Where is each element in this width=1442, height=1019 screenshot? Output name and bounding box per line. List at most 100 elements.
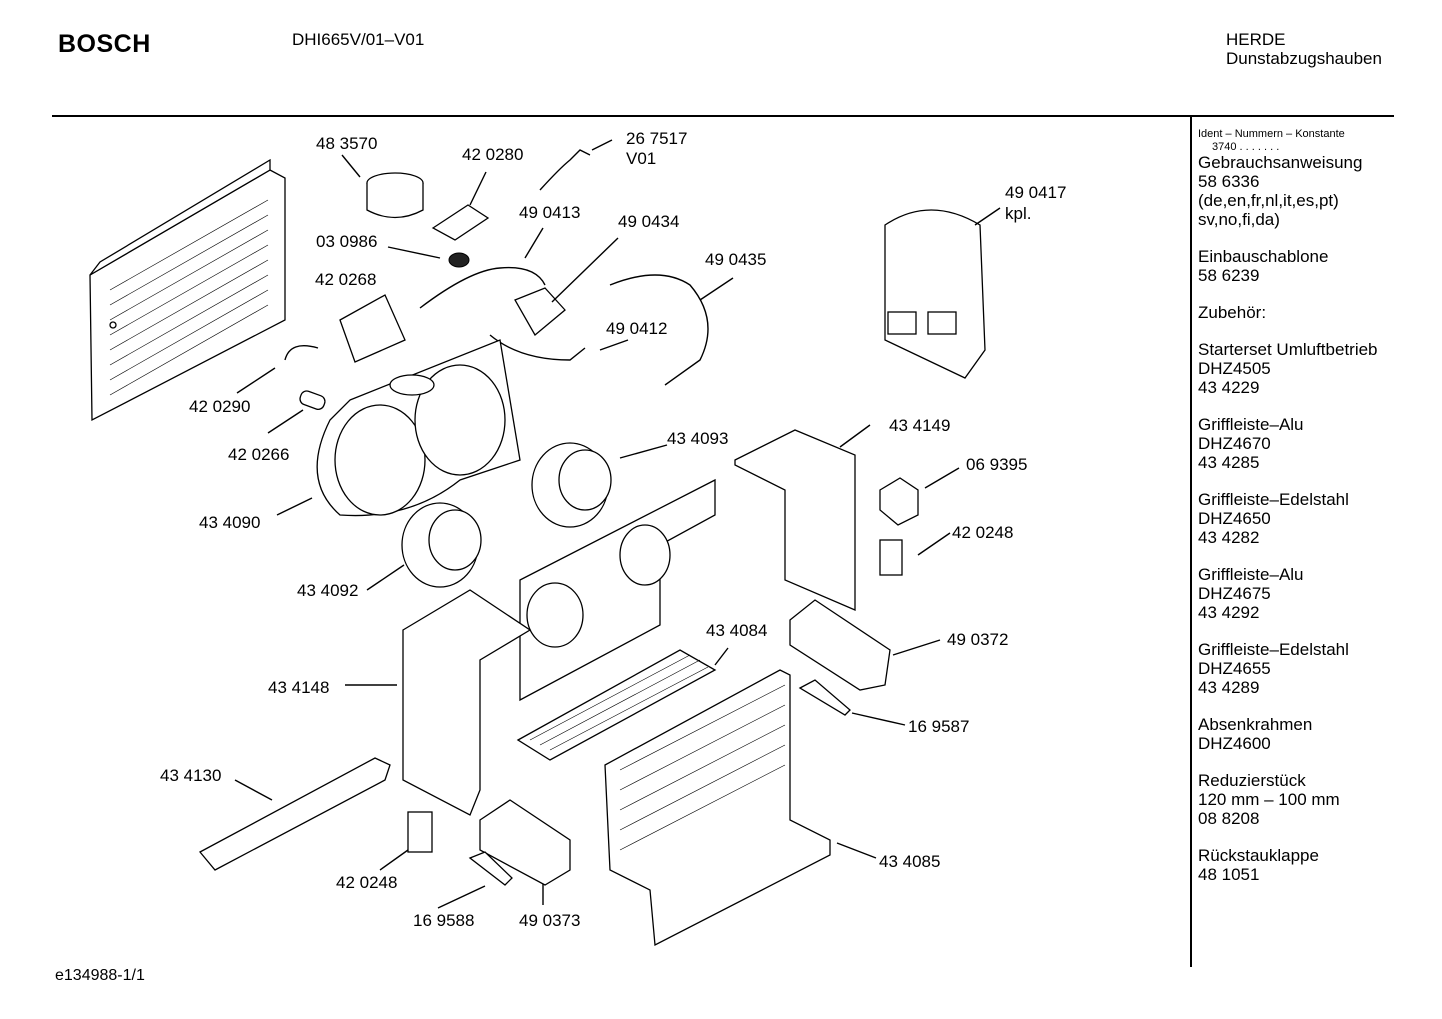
cable-part-490413 — [419, 266, 546, 309]
cable-part-490412 — [489, 334, 586, 361]
switch-part-right — [879, 539, 903, 576]
part-label-434084: 43 4084 — [706, 621, 768, 640]
relay-board-part — [339, 294, 406, 363]
part-label-420290: 42 0290 — [189, 397, 251, 416]
brand-logo: BOSCH — [58, 30, 151, 58]
control-board-part — [431, 204, 490, 241]
sidebar-block-line: 58 6336 — [1198, 172, 1260, 191]
part-label-490417: 49 0417 — [1005, 183, 1067, 202]
sidebar-block-line: 43 4285 — [1198, 453, 1260, 472]
middle-panel-opening-right — [619, 524, 671, 586]
sidebar-block-line: 08 8208 — [1198, 809, 1260, 828]
sidebar-block-line: DHZ4505 — [1198, 359, 1271, 378]
fan-housing-part — [316, 339, 521, 517]
sidebar-block-line: DHZ4670 — [1198, 434, 1271, 453]
sidebar-block-line: Reduzierstück — [1198, 771, 1306, 790]
part-label-490412: 49 0412 — [606, 319, 668, 338]
part-label-490434: 49 0434 — [618, 212, 680, 231]
part-label-434092: 43 4092 — [297, 581, 359, 600]
part-label-490373: 49 0373 — [519, 911, 581, 930]
part-label-490413: 49 0413 — [519, 203, 581, 222]
part-label-267517: 26 7517 — [626, 129, 688, 148]
part-label-490435: 49 0435 — [705, 250, 767, 269]
part-label-030986: 03 0986 — [316, 232, 378, 251]
sidebar-block-line: 43 4282 — [1198, 528, 1260, 547]
cable-part-490435 — [609, 274, 709, 386]
sidebar-block-line: sv,no,fi,da) — [1198, 210, 1280, 229]
accessory-kit-part — [884, 209, 986, 379]
part-label-420248-right: 42 0248 — [952, 523, 1014, 542]
part-label-434130: 43 4130 — [160, 766, 222, 785]
clip-part-169588 — [468, 851, 513, 886]
back-panel-part — [89, 158, 286, 422]
sidebar-note-title: Ident – Nummern – Konstante — [1198, 128, 1345, 140]
sidebar-block-line: 48 1051 — [1198, 865, 1260, 884]
sidebar-note-constant: 3740 . . . . . . . — [1212, 141, 1280, 153]
sidebar-block-line: Griffleiste–Alu — [1198, 415, 1304, 434]
capacitor-part — [299, 390, 326, 410]
part-label-434090: 43 4090 — [199, 513, 261, 532]
sensor-cable-part — [284, 345, 319, 361]
sidebar-block-line: 58 6239 — [1198, 266, 1260, 285]
part-label-434085: 43 4085 — [879, 852, 941, 871]
grease-filter-part — [516, 649, 717, 761]
handle-strip-part — [198, 757, 391, 871]
part-label-434093: 43 4093 — [667, 429, 729, 448]
side-housing-part — [402, 589, 532, 816]
sidebar-block-line: DHZ4655 — [1198, 659, 1271, 678]
category-line-1: HERDE — [1226, 30, 1286, 49]
model-number: DHI665V/01–V01 — [292, 30, 425, 49]
sidebar-block: Zubehör: — [1198, 303, 1438, 322]
sidebar-block-line: Griffleiste–Edelstahl — [1198, 490, 1349, 509]
part-label-434148: 43 4148 — [268, 678, 330, 697]
switch-part-bottom — [407, 811, 433, 853]
sidebar-block-line: DHZ4650 — [1198, 509, 1271, 528]
header-divider — [52, 115, 1394, 117]
exploded-parts-diagram — [89, 139, 1001, 947]
clip-part-169587 — [798, 679, 851, 716]
control-module-part-bottom — [479, 799, 571, 886]
sidebar-block-line: 43 4229 — [1198, 378, 1260, 397]
part-label-169587: 16 9587 — [908, 717, 970, 736]
sidebar-block-line: (de,en,fr,nl,it,es,pt) — [1198, 191, 1339, 210]
category-heading: HERDE Dunstabzugshauben — [1226, 30, 1382, 68]
sidebar-block-line: 120 mm – 100 mm — [1198, 790, 1340, 809]
fan-wheel-part-434093 — [531, 442, 612, 528]
front-panel-part — [604, 669, 831, 947]
part-label-483570: 48 3570 — [316, 134, 378, 153]
control-module-part — [789, 599, 891, 691]
mains-plug-part — [539, 149, 591, 191]
sidebar-block-line: Einbauschablone — [1198, 247, 1329, 266]
pipe-connector-part — [366, 172, 424, 219]
part-label-434149: 43 4149 — [889, 416, 951, 435]
sidebar-block-line: Griffleiste–Alu — [1198, 565, 1304, 584]
sidebar-divider — [1190, 117, 1192, 967]
sidebar-block-line: Absenkrahmen — [1198, 715, 1313, 734]
sidebar-block-line: Griffleiste–Edelstahl — [1198, 640, 1349, 659]
part-label-069395: 06 9395 — [966, 455, 1028, 474]
electronics-board-part — [514, 287, 566, 336]
part-label-420248-bottom: 42 0248 — [336, 873, 398, 892]
fan-wheel-part-434092 — [401, 502, 482, 588]
part-label-490372: 49 0372 — [947, 630, 1009, 649]
grommet-part — [448, 252, 470, 268]
sidebar-block-line: DHZ4600 — [1198, 734, 1271, 753]
mounting-bracket-part — [734, 429, 856, 611]
part-label-420268: 42 0268 — [315, 270, 377, 289]
sidebar-block-line: Zubehör: — [1198, 303, 1267, 322]
sidebar-parts-list: Ident – Nummern – Konstante 3740 . . . .… — [1198, 128, 1438, 902]
document-id: e134988-1/1 — [55, 967, 145, 984]
sidebar-block-line: 43 4289 — [1198, 678, 1260, 697]
part-label-420280: 42 0280 — [462, 145, 524, 164]
